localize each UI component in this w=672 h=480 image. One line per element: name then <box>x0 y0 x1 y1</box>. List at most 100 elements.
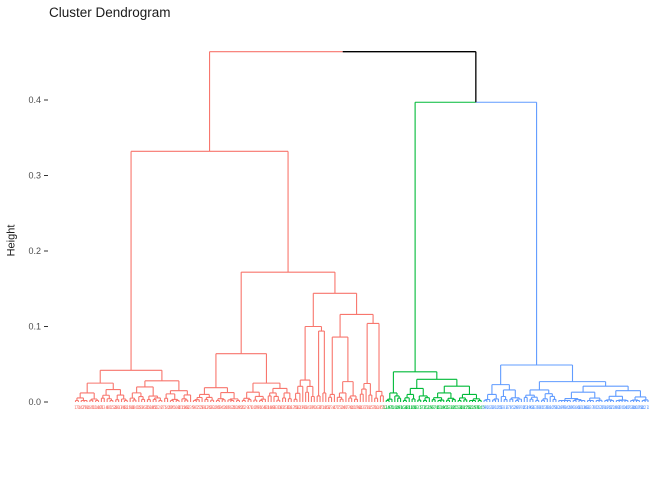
svg-text:43: 43 <box>263 405 268 410</box>
svg-text:191: 191 <box>440 405 448 410</box>
svg-text:20: 20 <box>568 405 573 410</box>
svg-text:129: 129 <box>242 405 250 410</box>
svg-text:170: 170 <box>345 405 353 410</box>
svg-text:2: 2 <box>161 405 164 410</box>
svg-text:73: 73 <box>562 405 567 410</box>
svg-text:174: 174 <box>118 405 126 410</box>
svg-text:108: 108 <box>147 405 155 410</box>
svg-text:164: 164 <box>400 405 408 410</box>
svg-text:158: 158 <box>455 405 463 410</box>
svg-text:185: 185 <box>495 405 503 410</box>
svg-text:189: 189 <box>268 405 276 410</box>
svg-text:157: 157 <box>368 405 376 410</box>
svg-text:94: 94 <box>85 405 90 410</box>
svg-text:23: 23 <box>254 405 259 410</box>
svg-text:72: 72 <box>476 405 481 410</box>
svg-text:53: 53 <box>554 405 559 410</box>
svg-text:127: 127 <box>642 405 650 410</box>
svg-text:11: 11 <box>364 405 369 410</box>
svg-text:30: 30 <box>286 405 291 410</box>
svg-text:29: 29 <box>200 405 205 410</box>
svg-text:48: 48 <box>122 405 127 410</box>
svg-text:156: 156 <box>282 405 290 410</box>
svg-text:18: 18 <box>395 405 400 410</box>
svg-text:27: 27 <box>600 405 605 410</box>
svg-text:14: 14 <box>623 405 628 410</box>
svg-text:100: 100 <box>601 405 609 410</box>
svg-text:186: 186 <box>581 405 589 410</box>
svg-text:109: 109 <box>233 405 241 410</box>
svg-text:190: 190 <box>354 405 362 410</box>
svg-text:184: 184 <box>408 405 416 410</box>
svg-text:101: 101 <box>115 405 123 410</box>
svg-text:173: 173 <box>604 405 612 410</box>
svg-text:58: 58 <box>413 405 418 410</box>
svg-text:9: 9 <box>192 405 195 410</box>
svg-text:175: 175 <box>204 405 212 410</box>
svg-text:153: 153 <box>595 405 603 410</box>
svg-text:168: 168 <box>173 405 181 410</box>
svg-text:21: 21 <box>82 405 87 410</box>
svg-text:85: 85 <box>453 405 458 410</box>
svg-text:138: 138 <box>446 405 454 410</box>
svg-text:81: 81 <box>108 405 113 410</box>
svg-text:107: 107 <box>633 405 641 410</box>
svg-text:51: 51 <box>381 405 386 410</box>
svg-text:0.1: 0.1 <box>28 322 41 332</box>
svg-text:79: 79 <box>507 405 512 410</box>
svg-text:88: 88 <box>139 405 144 410</box>
svg-text:105: 105 <box>460 405 468 410</box>
svg-text:69: 69 <box>217 405 222 410</box>
svg-text:155: 155 <box>196 405 204 410</box>
svg-text:52: 52 <box>467 405 472 410</box>
svg-text:147: 147 <box>78 405 86 410</box>
svg-text:97: 97 <box>344 405 349 410</box>
svg-text:57: 57 <box>326 405 331 410</box>
svg-text:25: 25 <box>427 405 432 410</box>
svg-text:78: 78 <box>421 405 426 410</box>
svg-text:59: 59 <box>499 405 504 410</box>
dendrogram-links <box>74 51 649 402</box>
svg-text:61: 61 <box>99 405 104 410</box>
y-axis-ticks: 0.00.10.20.30.4 <box>28 95 48 407</box>
svg-text:176: 176 <box>291 405 299 410</box>
svg-text:44: 44 <box>349 405 354 410</box>
chart-title: Cluster Dendrogram <box>49 5 171 20</box>
svg-text:92: 92 <box>484 405 489 410</box>
svg-text:28: 28 <box>113 405 118 410</box>
svg-text:114: 114 <box>92 405 100 410</box>
svg-text:123: 123 <box>296 405 304 410</box>
svg-text:118: 118 <box>437 405 445 410</box>
svg-text:36: 36 <box>231 405 236 410</box>
svg-text:119: 119 <box>524 405 532 410</box>
svg-text:162: 162 <box>227 405 235 410</box>
svg-text:152: 152 <box>509 405 517 410</box>
svg-text:98: 98 <box>430 405 435 410</box>
svg-text:32: 32 <box>459 405 464 410</box>
svg-text:1: 1 <box>647 405 650 410</box>
svg-text:45: 45 <box>436 405 441 410</box>
svg-text:96: 96 <box>257 405 262 410</box>
svg-text:124: 124 <box>383 405 391 410</box>
svg-text:89: 89 <box>226 405 231 410</box>
svg-text:144: 144 <box>391 405 399 410</box>
svg-text:19: 19 <box>482 405 487 410</box>
svg-text:166: 166 <box>572 405 580 410</box>
svg-text:111: 111 <box>406 405 414 410</box>
svg-text:113: 113 <box>578 405 586 410</box>
svg-text:37: 37 <box>318 405 323 410</box>
svg-text:104: 104 <box>374 405 382 410</box>
svg-text:112: 112 <box>492 405 500 410</box>
svg-text:22: 22 <box>168 405 173 410</box>
svg-text:192: 192 <box>526 405 534 410</box>
svg-text:135: 135 <box>187 405 195 410</box>
svg-text:76: 76 <box>249 405 254 410</box>
svg-text:90: 90 <box>312 405 317 410</box>
svg-text:74: 74 <box>76 405 81 410</box>
svg-text:68: 68 <box>131 405 136 410</box>
svg-text:159: 159 <box>541 405 549 410</box>
svg-text:82: 82 <box>194 405 199 410</box>
svg-text:1: 1 <box>74 405 77 410</box>
